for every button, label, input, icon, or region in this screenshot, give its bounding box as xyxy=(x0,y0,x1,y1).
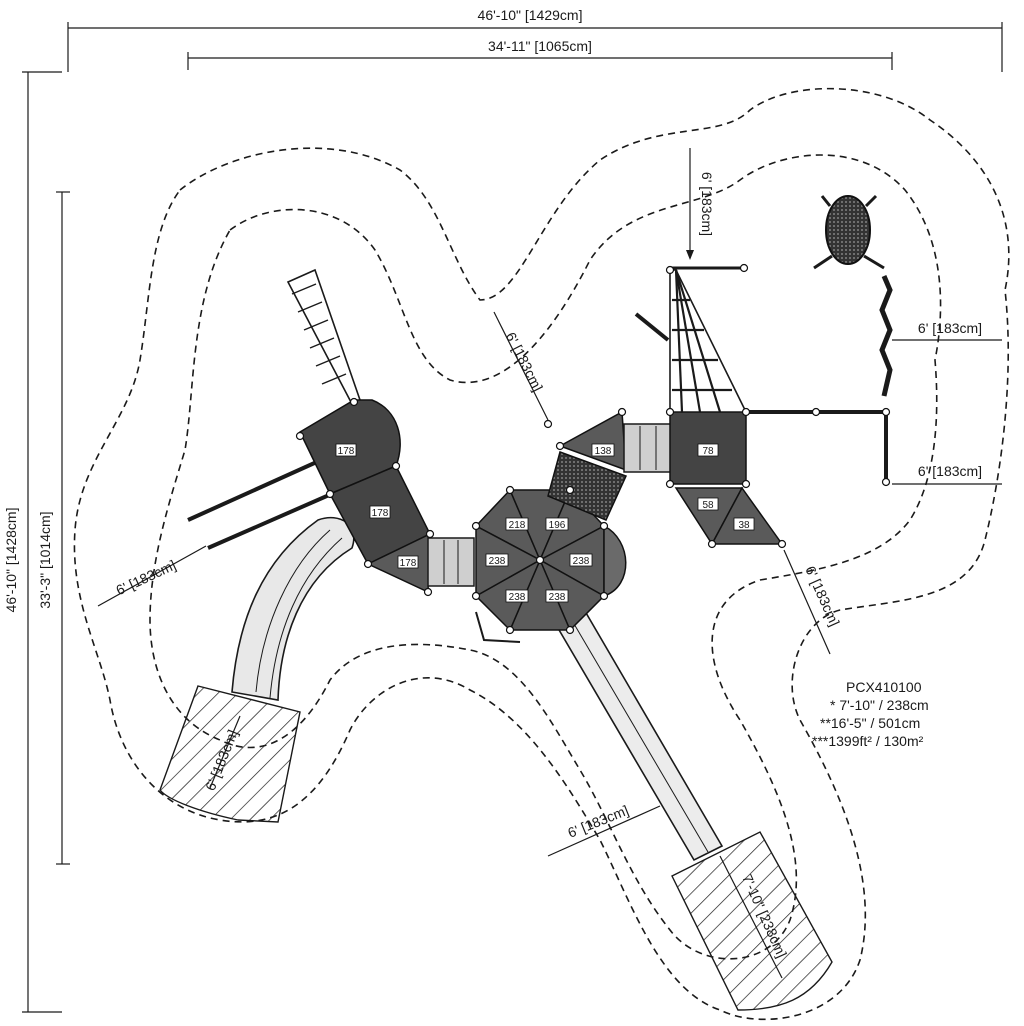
spinner-element xyxy=(813,194,885,270)
height-total-label: 46'-10" [1428cm] xyxy=(3,508,19,613)
bridge-right xyxy=(623,423,673,473)
use-zone-inner xyxy=(149,154,942,960)
deck-label: 78 xyxy=(702,446,714,457)
width-total-label: 46'-10" [1429cm] xyxy=(478,7,583,23)
chain-ladder xyxy=(879,275,893,397)
dimension-height-structure: 33'-3" [1014cm] xyxy=(37,191,70,865)
clearance-slide-bottom: 6' [183cm] xyxy=(547,802,661,857)
deck-label: 238 xyxy=(573,556,590,567)
model-number: PCX410100 xyxy=(846,679,922,695)
clearance-right-lower: 6' [183cm] xyxy=(892,463,1002,485)
climbing-ladder xyxy=(286,268,361,406)
dimension-width-total: 46'-10" [1429cm] xyxy=(67,7,1003,72)
slide-landing-zone-left xyxy=(159,685,301,823)
info-block: PCX410100 * 7'-10" / 238cm **16'-5" / 50… xyxy=(812,679,929,749)
clearance-left-label: 6' [183cm] xyxy=(113,557,178,599)
deck-label: 178 xyxy=(400,558,417,569)
clearance-left: 6' [183cm] xyxy=(97,545,207,607)
clearance-right-upper: 6' [183cm] xyxy=(892,320,1002,341)
cargo-net xyxy=(634,266,748,413)
info-line-1: * 7'-10" / 238cm xyxy=(830,697,929,713)
clearance-right-upper-label: 6' [183cm] xyxy=(918,320,982,336)
bridge-left xyxy=(427,537,475,587)
dimension-height-total: 46'-10" [1428cm] xyxy=(3,71,62,1013)
deck-label: 58 xyxy=(702,500,714,511)
deck-label: 178 xyxy=(338,446,355,457)
deck-label: 38 xyxy=(738,520,750,531)
info-line-3: ***1399ft² / 130m² xyxy=(812,733,924,749)
width-structure-label: 34'-11" [1065cm] xyxy=(488,38,592,54)
deck-label: 178 xyxy=(372,508,389,519)
deck-label: 218 xyxy=(509,520,526,531)
posts xyxy=(295,263,891,635)
height-structure-label: 33'-3" [1014cm] xyxy=(37,511,53,608)
clearance-slide-bottom-label: 6' [183cm] xyxy=(565,802,630,841)
dimension-width-structure: 34'-11" [1065cm] xyxy=(187,38,893,70)
clearance-top: 6' [183cm] xyxy=(686,148,715,260)
clearance-right-mid-label: 6' [183cm] xyxy=(802,563,843,628)
straight-slide xyxy=(543,593,724,862)
clearance-right-lower-label: 6' [183cm] xyxy=(918,463,982,479)
deck-group-left: 178 178 178 xyxy=(299,399,475,594)
deck-label: 238 xyxy=(489,556,506,567)
hex-deck: 218 196 238 238 238 238 xyxy=(474,488,627,643)
deck-group-right: 138 78 58 38 xyxy=(547,410,784,546)
use-zone-outer xyxy=(73,87,1010,1021)
slide-landing-zone-bottom xyxy=(671,831,833,1011)
deck-label: 238 xyxy=(549,592,566,603)
deck-label: 238 xyxy=(509,592,526,603)
clearance-center-label: 6' [183cm] xyxy=(503,330,546,394)
deck-label: 138 xyxy=(595,446,612,457)
deck-label: 196 xyxy=(549,520,566,531)
info-line-2: **16'-5" / 501cm xyxy=(820,715,920,731)
clearance-top-label: 6' [183cm] xyxy=(699,172,715,236)
clearance-center: 6' [183cm] xyxy=(493,311,549,421)
